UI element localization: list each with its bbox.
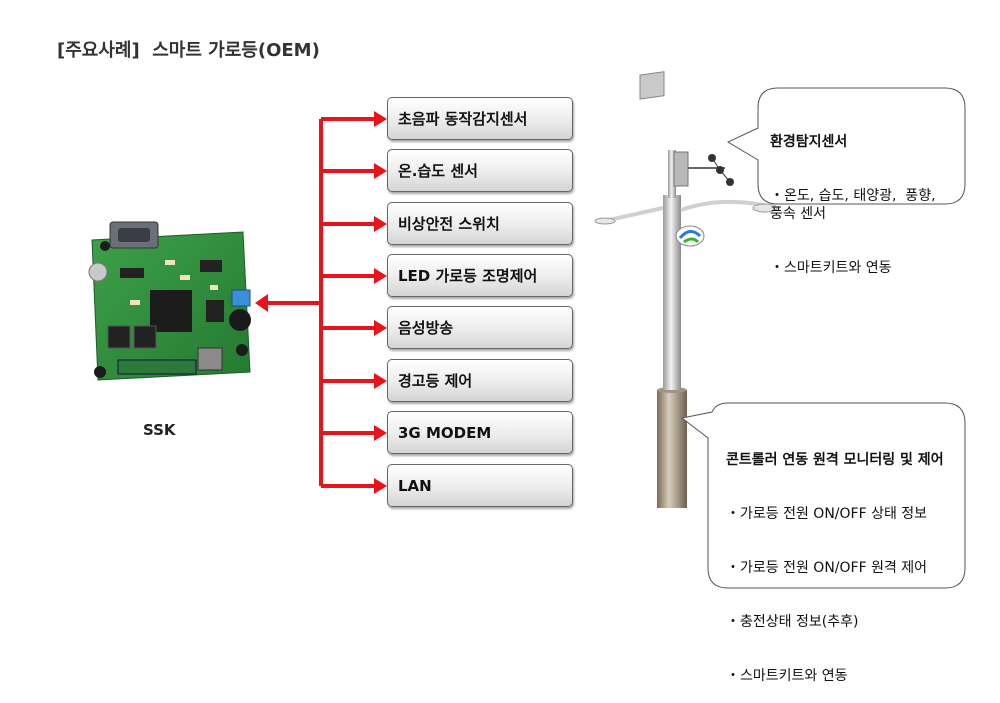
diagram-canvas [88, 71, 966, 589]
function-box-temp-humidity-sensor: 온.습도 센서 [387, 149, 573, 192]
function-box-emergency-switch: 비상안전 스위치 [387, 202, 573, 245]
function-box-3g-modem: 3G MODEM [387, 411, 573, 454]
controller-callout-line: ・충전상태 정보(추후) [726, 614, 859, 630]
controller-board-image [88, 221, 251, 381]
sensor-callout-bubble [726, 87, 966, 205]
connector-arrows [262, 117, 378, 488]
page-title: [주요사례] 스마트 가로등(OEM) [57, 40, 320, 61]
controller-callout-line: ・가로등 전원 ON/OFF 상태 정보 [726, 506, 928, 522]
function-box-ultrasonic-sensor: 초음파 동작감지센서 [387, 97, 573, 140]
arrow-to-board [255, 294, 268, 312]
controller-callout-text: 콘트롤러 연동 원격 모니터링 및 제어 ・가로등 전원 ON/OFF 상태 정… [726, 415, 954, 703]
function-box-voice-broadcast: 음성방송 [387, 306, 573, 349]
board-label: SSK [143, 421, 176, 439]
controller-callout-line: ・스마트키트와 연동 [726, 668, 848, 684]
arrow-heads [255, 111, 387, 494]
controller-callout-bubble [680, 402, 966, 589]
controller-callout-line: ・가로등 전원 ON/OFF 원격 제어 [726, 560, 928, 576]
function-box-warning-light-control: 경고등 제어 [387, 359, 573, 402]
street-lamp-image [594, 71, 778, 508]
function-box-lan: LAN [387, 464, 573, 507]
sensor-callout-text: 환경탐지센서 ・온도, 습도, 태양광, 풍향, 풍속 센서 ・스마트키트와 연… [770, 97, 956, 295]
sensor-callout-heading: 환경탐지센서 [770, 134, 848, 150]
controller-callout-heading: 콘트롤러 연동 원격 모니터링 및 제어 [726, 452, 944, 468]
function-box-led-lighting-control: LED 가로등 조명제어 [387, 254, 573, 297]
sensor-callout-line: ・온도, 습도, 태양광, 풍향, 풍속 센서 [770, 188, 954, 222]
sensor-callout-line: ・스마트키트와 연동 [770, 260, 892, 276]
